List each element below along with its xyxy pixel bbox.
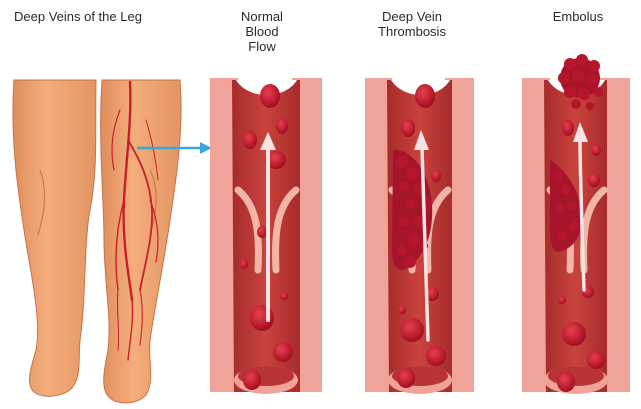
vessel-embolus [522, 54, 630, 394]
vessel-normal [210, 78, 322, 394]
legs [13, 80, 212, 403]
right-leg [101, 80, 181, 403]
vessel-dvt [365, 78, 474, 394]
left-leg [13, 80, 96, 396]
